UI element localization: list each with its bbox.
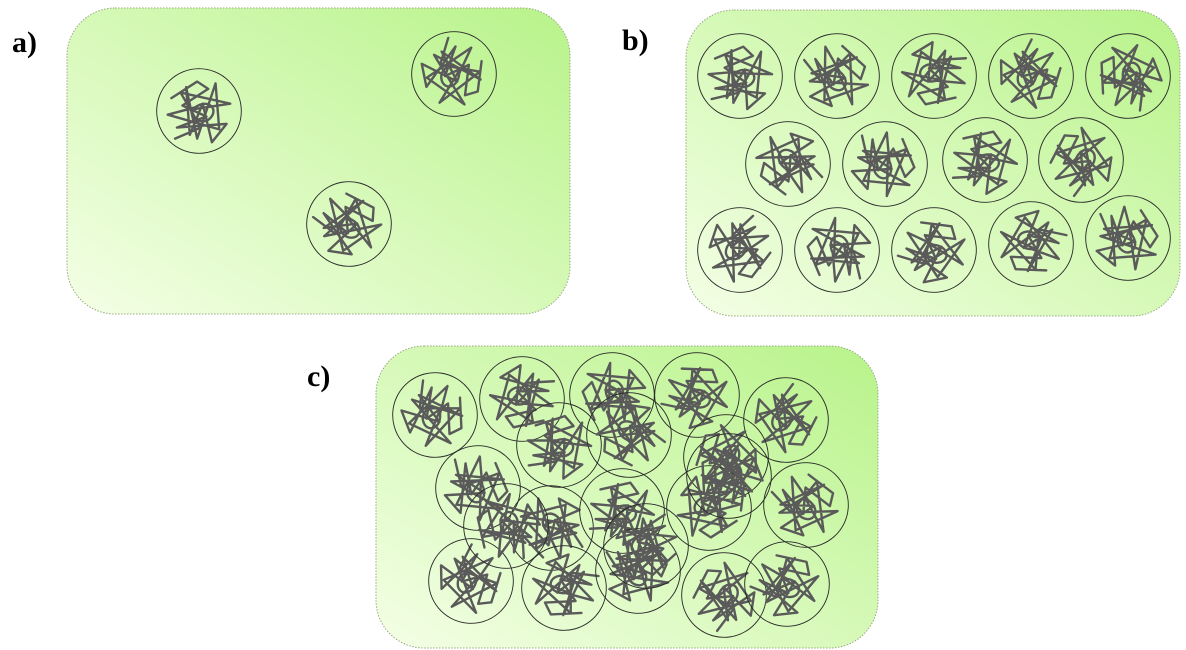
panel-b: b) [622,9,1186,317]
panel-label-c: c) [307,360,330,393]
panel-label-b: b) [622,24,649,57]
panel-a-background [66,7,571,315]
panel-a: a) [12,7,571,315]
panel-c: c) [307,334,879,650]
panel-label-a: a) [12,26,37,59]
